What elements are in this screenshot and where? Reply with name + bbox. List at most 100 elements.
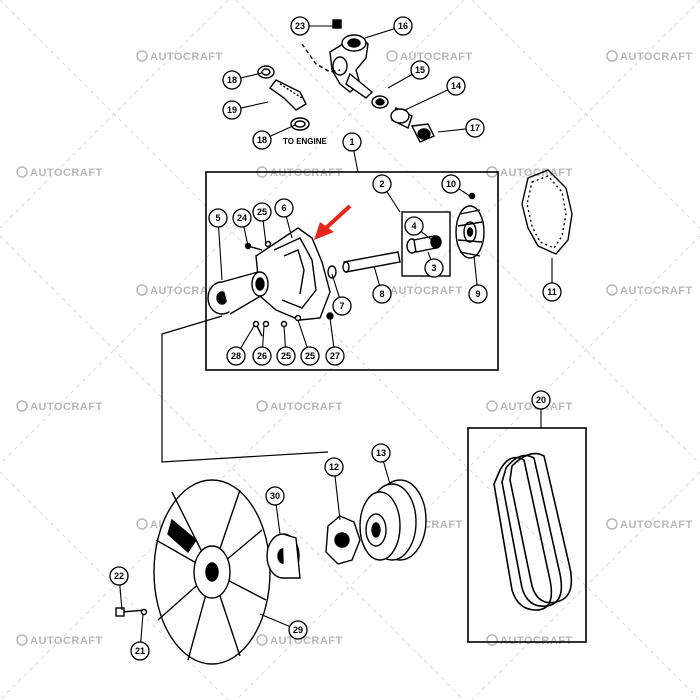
callout-number: 25: [257, 207, 267, 217]
thermostat-housing-assembly: [257, 19, 435, 143]
part-callout-17: 17: [437, 118, 485, 138]
callout-leader-line: [404, 89, 449, 111]
part-callout-25: 25: [252, 202, 272, 245]
callout-leader-line: [140, 613, 144, 643]
callout-number: 27: [330, 351, 340, 361]
callout-circle: [325, 346, 345, 366]
callout-number: 6: [281, 203, 286, 213]
watermark-text: AUTOCRAFT: [390, 285, 463, 297]
callout-number: 14: [451, 81, 461, 91]
callout-leader-line: [458, 188, 471, 197]
watermark: AUTOCRAFT: [606, 284, 693, 297]
fan-assembly: [115, 479, 427, 665]
callout-circle: [252, 346, 272, 366]
watermark-text: AUTOCRAFT: [30, 167, 103, 179]
callout-circle: [404, 216, 424, 236]
callout-number: 13: [376, 448, 386, 458]
watermark-logo-icon: [256, 400, 268, 412]
part-callout-21: 21: [130, 613, 150, 661]
callout-leader-line: [269, 124, 296, 137]
callout-circle: [276, 346, 296, 366]
callout-leader-line: [353, 150, 359, 173]
part-callout-30: 30: [265, 486, 285, 535]
callout-leader-line: [262, 325, 265, 348]
part-callout-25: 25: [297, 319, 320, 366]
part-callout-7: 7: [331, 273, 352, 316]
callout-leader-line: [334, 475, 341, 521]
callout-number: 26: [257, 351, 267, 361]
callout-number: 1: [349, 137, 354, 147]
callout-number: 7: [339, 301, 344, 311]
part-callout-25: 25: [276, 325, 296, 366]
callout-circle: [372, 284, 392, 304]
callout-leader-line: [373, 265, 381, 286]
part-callout-6: 6: [274, 198, 294, 239]
part-callout-5: 5: [208, 208, 228, 281]
callout-leader-line: [437, 128, 467, 133]
pump-gasket: [521, 169, 573, 255]
callout-leader-line: [331, 273, 340, 298]
part-callout-18: 18: [222, 70, 263, 90]
callout-circle: [424, 258, 444, 278]
part-callout-15: 15: [387, 60, 430, 89]
watermark-text: AUTOCRAFT: [620, 285, 693, 297]
callout-number: 8: [379, 289, 384, 299]
red-pointer-arrow: [314, 204, 352, 240]
watermark-text: AUTOCRAFT: [30, 401, 103, 413]
callout-leader-line: [275, 504, 281, 535]
callout-number: 2: [379, 179, 384, 189]
callout-circle: [265, 486, 285, 506]
watermark: AUTOCRAFT: [16, 400, 103, 413]
part-callout-1: 1: [342, 132, 362, 173]
part-callout-13: 13: [371, 443, 391, 485]
water-pump-body: [207, 192, 485, 337]
callout-circle: [274, 198, 294, 218]
watermark-logo-icon: [486, 634, 498, 646]
watermark-layer: AUTOCRAFT AUTOCRAFT AUTOCRAFT AUTOCRAFT AUTO…: [16, 50, 693, 647]
part-callout-2: 2: [372, 174, 401, 213]
callout-circle: [342, 132, 362, 152]
watermark-logo-icon: [256, 634, 268, 646]
callout-leader-line: [243, 226, 249, 247]
part-callout-26: 26: [252, 325, 272, 366]
watermark-logo-icon: [386, 50, 398, 62]
callout-circle: [109, 566, 129, 586]
callout-circle: [130, 641, 150, 661]
part-callout-4: 4: [404, 216, 433, 241]
callout-leader-line: [364, 28, 395, 39]
callout-number: 16: [398, 21, 408, 31]
watermark: AUTOCRAFT: [16, 166, 103, 179]
water-pump-group-frame: [205, 171, 499, 371]
to-engine-label: TO ENGINE: [283, 137, 328, 146]
belt-group-frame: [467, 427, 587, 643]
callout-circle: [232, 208, 252, 228]
callout-number: 18: [227, 75, 237, 85]
callout-number: 5: [215, 213, 220, 223]
callout-circle: [300, 346, 320, 366]
callout-circle: [542, 282, 562, 302]
watermark: AUTOCRAFT: [606, 518, 692, 531]
part-callout-12: 12: [324, 457, 344, 521]
callout-number: 18: [257, 135, 267, 145]
callout-leader-line: [473, 255, 478, 286]
callout-circle: [441, 174, 461, 194]
watermark-text: AUTOCRAFT: [400, 51, 473, 63]
callout-circle: [468, 284, 488, 304]
callout-leader-line: [119, 584, 123, 611]
callout-circle: [222, 70, 242, 90]
callout-circle: [252, 202, 272, 222]
callout-number: 22: [114, 571, 124, 581]
watermark: AUTOCRAFT: [486, 400, 572, 413]
callout-number: 24: [237, 213, 247, 223]
watermark-text: AUTOCRAFT: [500, 167, 573, 179]
callout-circle: [290, 16, 310, 36]
callout-leader-line: [382, 461, 391, 485]
part-callout-24: 24: [232, 208, 252, 247]
callout-number: 9: [475, 289, 480, 299]
watermark-logo-icon: [16, 400, 28, 412]
watermark: AUTOCRAFT: [606, 50, 692, 63]
watermark-logo-icon: [16, 166, 28, 178]
callout-number: 20: [536, 395, 546, 405]
